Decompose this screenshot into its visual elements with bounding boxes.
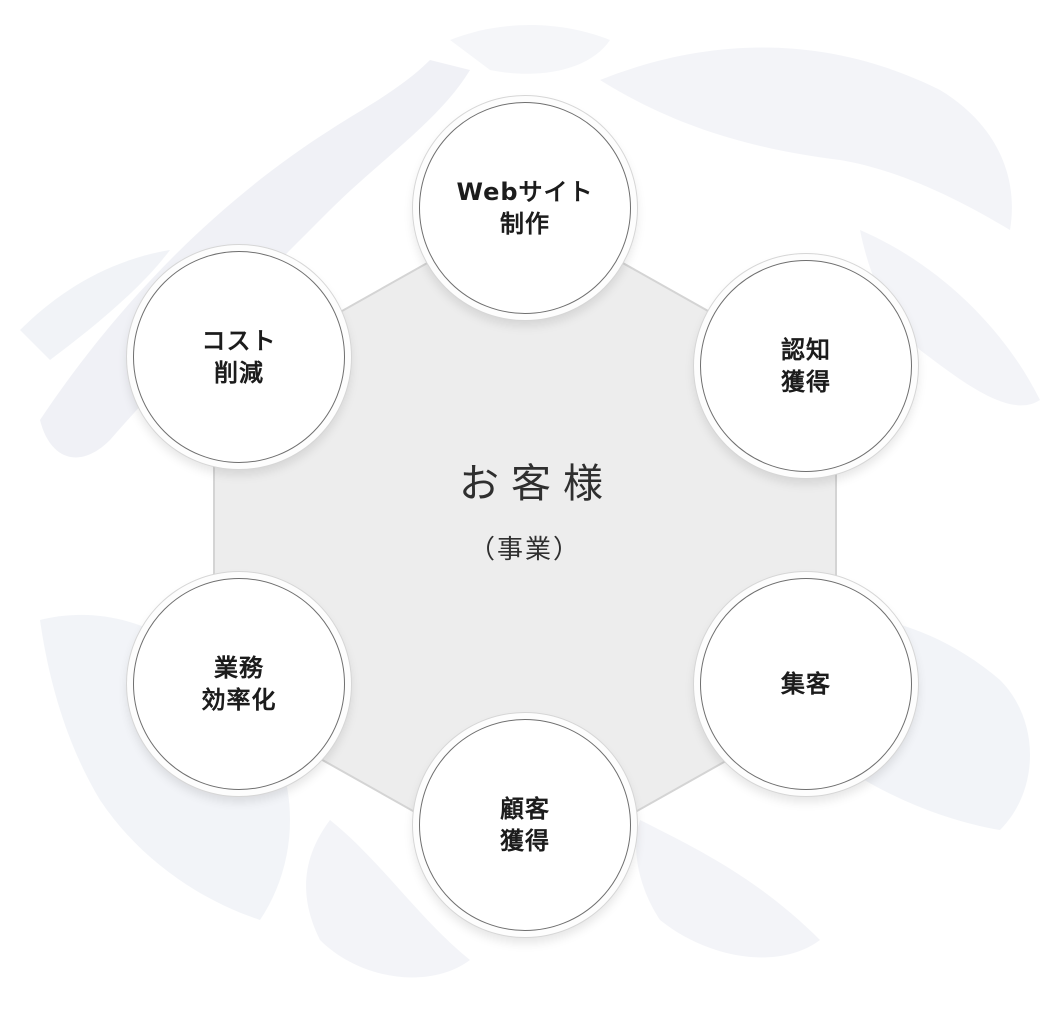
node-label-line: 集客	[781, 670, 831, 698]
node-web-production: Webサイト 制作	[419, 102, 631, 314]
node-label-line: 業務	[214, 654, 264, 682]
node-label-line: 獲得	[500, 827, 550, 855]
node-attract-customers: 集客	[700, 578, 912, 790]
node-label-line: 獲得	[781, 368, 831, 396]
center-subtitle: （事業）	[468, 535, 581, 565]
node-label-line: 制作	[500, 210, 550, 238]
node-label-line: Webサイト	[456, 178, 594, 206]
center-title: お客様	[459, 461, 615, 507]
node-label-line: 効率化	[201, 686, 277, 714]
node-business-efficiency: 業務 効率化	[133, 578, 345, 790]
node-label-line: 顧客	[500, 795, 550, 823]
node-label-line: 認知	[781, 336, 831, 364]
node-awareness: 認知 獲得	[700, 260, 912, 472]
node-cost-reduction: コスト 削減	[133, 251, 345, 463]
node-label-line: コスト	[201, 327, 277, 355]
node-customer-acquisition: 顧客 獲得	[419, 719, 631, 931]
node-label-line: 削減	[214, 359, 264, 387]
